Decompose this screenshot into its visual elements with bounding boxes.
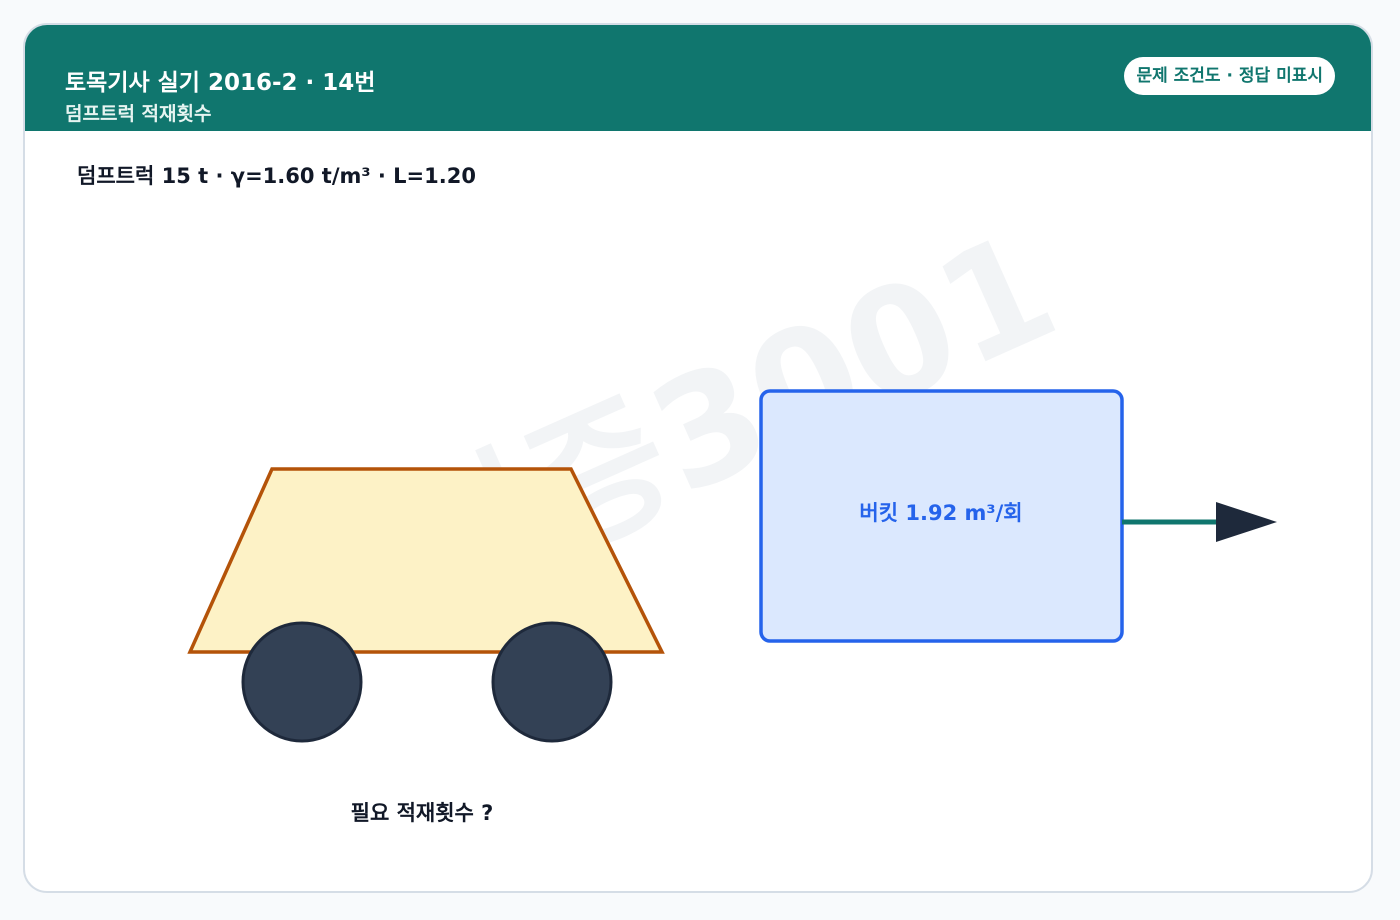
status-badge: 문제 조건도 · 정답 미표시 xyxy=(1124,57,1335,95)
bucket-label: 버킷 1.92 m³/회 xyxy=(859,501,1022,525)
truck-wheel-front xyxy=(241,621,363,743)
truck-wheel-rear xyxy=(491,621,613,743)
problem-diagram: 자격증3001 버킷 1.92 m³/회 필요 적재횟수 ? xyxy=(187,200,1277,825)
given-conditions: 덤프트럭 15 t · γ=1.60 t/m³ · L=1.20 xyxy=(77,164,476,188)
problem-card: 토목기사 실기 2016-2 · 14번 덤프트럭 적재횟수 문제 조건도 · … xyxy=(23,23,1373,893)
bucket-box xyxy=(759,389,1124,643)
header-bar: 토목기사 실기 2016-2 · 14번 덤프트럭 적재횟수 문제 조건도 · … xyxy=(25,25,1371,131)
problem-title: 토목기사 실기 2016-2 · 14번 xyxy=(65,70,376,96)
question-label: 필요 적재횟수 ? xyxy=(351,801,494,825)
dump-truck-body xyxy=(187,467,665,654)
problem-subtitle: 덤프트럭 적재횟수 xyxy=(65,103,212,125)
arrow-head-icon xyxy=(1216,502,1277,542)
